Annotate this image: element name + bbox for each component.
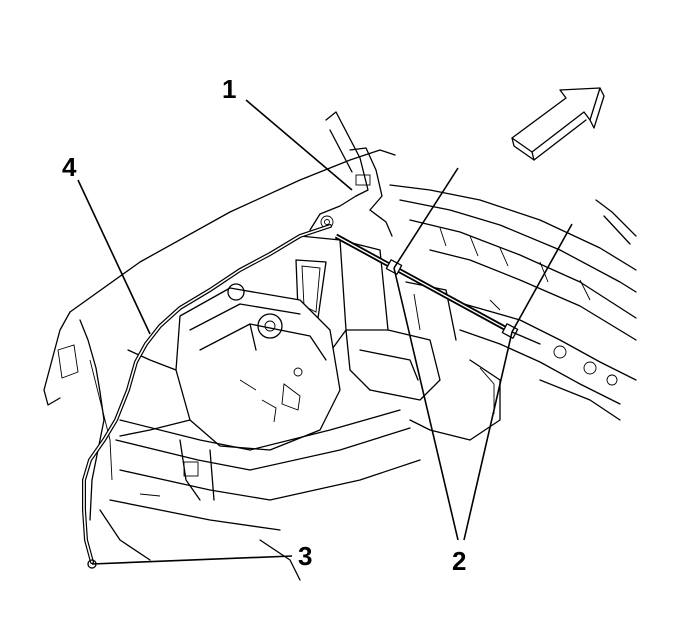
hood-hinge-bracket <box>309 111 393 237</box>
hood-fender-outline <box>43 149 396 521</box>
cowl-panel <box>389 184 637 441</box>
callout-3: 3 <box>298 541 312 571</box>
callout-labels: 1 2 3 4 <box>62 74 466 576</box>
hood-support-rod <box>334 233 541 345</box>
callout-1: 1 <box>222 74 236 104</box>
callout-4: 4 <box>62 152 77 182</box>
radiator-support <box>295 235 457 401</box>
arrow-forward-icon <box>511 87 605 161</box>
lower-frame-rail <box>99 409 421 581</box>
wiring-harness <box>82 224 332 569</box>
callout-2: 2 <box>452 546 466 576</box>
engine-component-housing <box>119 283 341 451</box>
leader-lines <box>77 99 573 565</box>
